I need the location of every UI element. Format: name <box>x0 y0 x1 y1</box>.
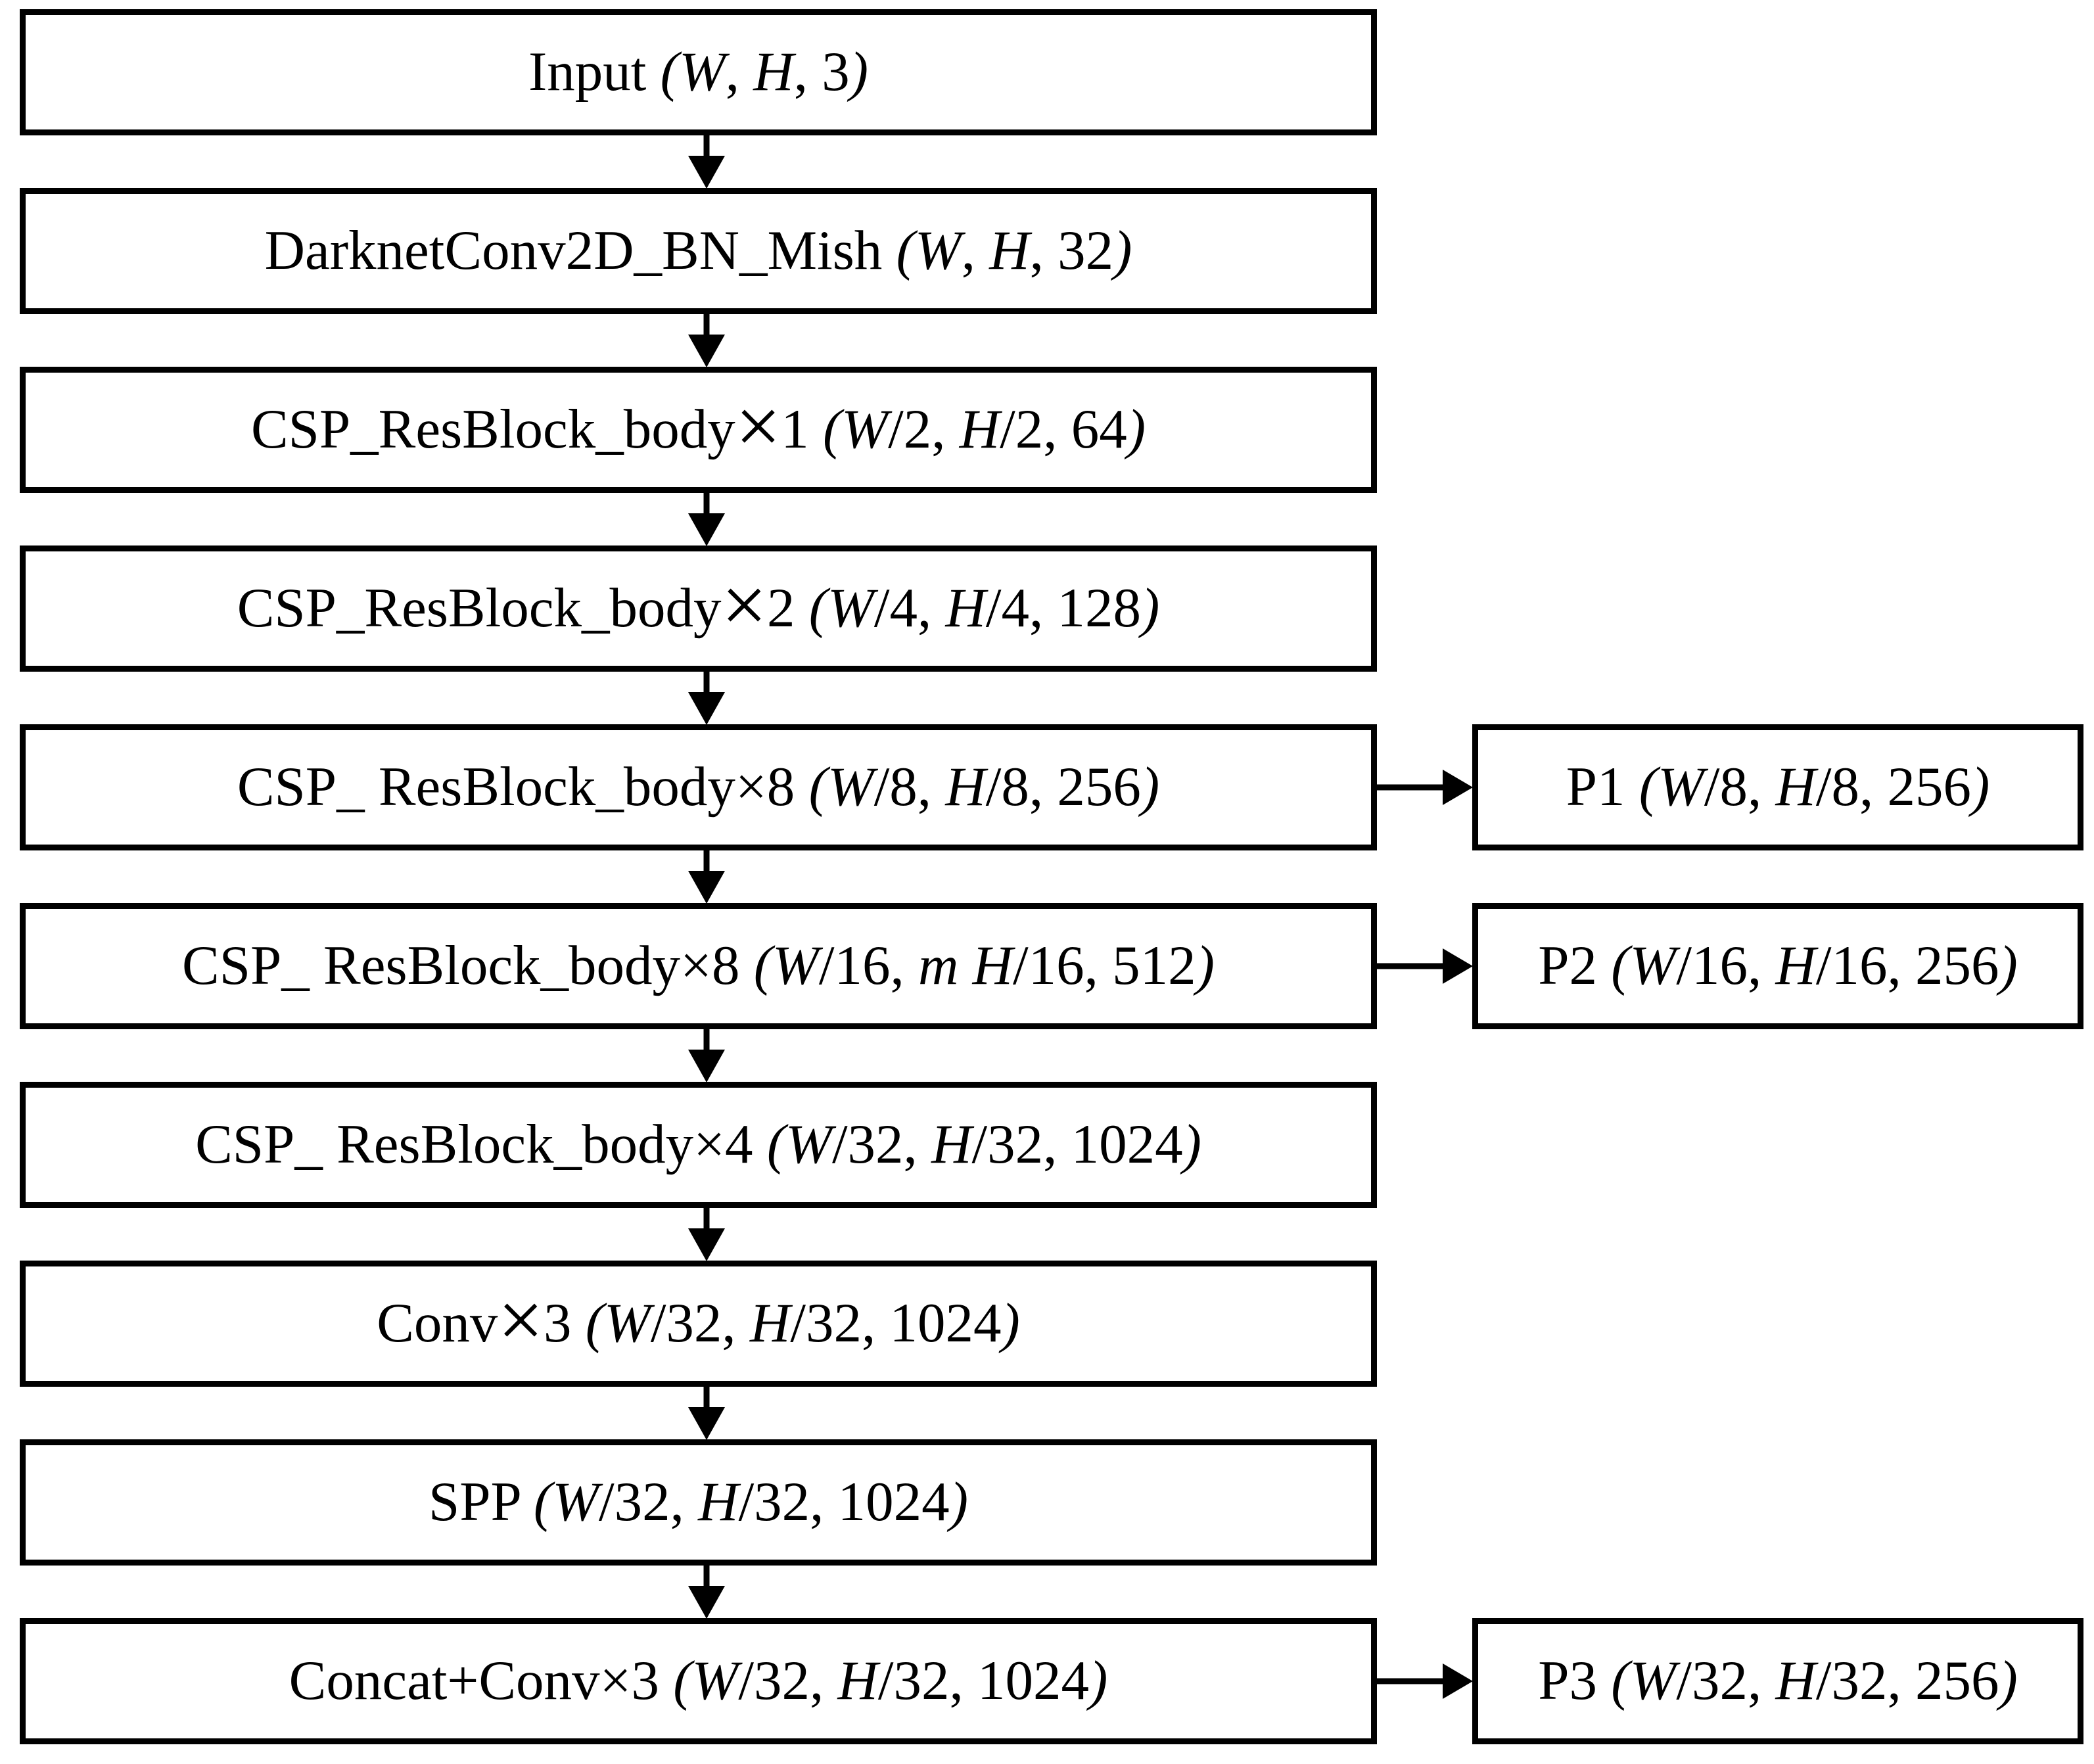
node-csp-resblock-body-x8-a-label: CSP_ ResBlock_body×8 (W/8, H/8, 256) <box>237 756 1160 818</box>
arrow-down-1 <box>680 134 733 189</box>
node-csp-resblock-body-x4-label: CSP_ ResBlock_body×4 (W/32, H/32, 1024) <box>195 1113 1201 1176</box>
node-csp-resblock-body-x1-label: CSP_ResBlock_body×1 (W/2, H/2, 64) <box>250 381 1146 471</box>
arrowhead-down-icon <box>688 335 725 367</box>
node-csp-resblock-body-x2: CSP_ResBlock_body×2 (W/4, H/4, 128) <box>20 545 1377 672</box>
arrow-right-p3 <box>1376 1663 1473 1700</box>
node-darknetconv2d-bn-mish-label: DarknetConv2D_BN_Mish (W, H, 32) <box>264 220 1132 282</box>
arrow-right-p2 <box>1376 948 1473 985</box>
arrow-down-3 <box>680 492 733 546</box>
node-input-label: Input (W, H, 3) <box>528 41 868 103</box>
node-conv-x3: Conv×3 (W/32, H/32, 1024) <box>20 1261 1377 1387</box>
arrow-shaft <box>703 849 710 873</box>
node-spp-label: SPP (W/32, H/32, 1024) <box>429 1471 968 1533</box>
arrow-shaft <box>703 1564 710 1588</box>
arrowhead-right-icon <box>1443 1663 1473 1699</box>
arrow-shaft <box>703 1385 710 1409</box>
arrowhead-down-icon <box>688 1586 725 1619</box>
arrow-down-6 <box>680 1028 733 1082</box>
arrow-down-4 <box>680 670 733 725</box>
arrow-down-8 <box>680 1385 733 1440</box>
arrow-shaft <box>703 1028 710 1052</box>
arrowhead-down-icon <box>688 513 725 546</box>
node-darknetconv2d-bn-mish: DarknetConv2D_BN_Mish (W, H, 32) <box>20 188 1377 314</box>
node-csp-resblock-body-x8-b-label: CSP_ ResBlock_body×8 (W/16, m H/16, 512) <box>182 935 1215 997</box>
arrow-shaft <box>703 134 710 158</box>
arrow-shaft <box>1376 963 1445 969</box>
node-p2: P2 (W/16, H/16, 256) <box>1472 903 2083 1029</box>
arrow-shaft <box>703 1207 710 1230</box>
arrowhead-right-icon <box>1443 770 1473 805</box>
arrow-shaft <box>1376 784 1445 791</box>
arrow-shaft <box>1376 1678 1445 1684</box>
arrow-down-2 <box>680 313 733 367</box>
node-csp-resblock-body-x8-a: CSP_ ResBlock_body×8 (W/8, H/8, 256) <box>20 724 1377 850</box>
arrow-down-5 <box>680 849 733 904</box>
arrowhead-down-icon <box>688 692 725 725</box>
arrowhead-right-icon <box>1443 948 1473 984</box>
arrowhead-down-icon <box>688 1228 725 1261</box>
arrow-shaft <box>703 313 710 337</box>
arrowhead-down-icon <box>688 1050 725 1082</box>
arrowhead-down-icon <box>688 156 725 189</box>
node-csp-resblock-body-x1: CSP_ResBlock_body×1 (W/2, H/2, 64) <box>20 367 1377 493</box>
node-conv-x3-label: Conv×3 (W/32, H/32, 1024) <box>377 1274 1020 1365</box>
node-csp-resblock-body-x8-b: CSP_ ResBlock_body×8 (W/16, m H/16, 512) <box>20 903 1377 1029</box>
arrow-down-7 <box>680 1207 733 1261</box>
node-csp-resblock-body-x2-label: CSP_ResBlock_body×2 (W/4, H/4, 128) <box>237 559 1160 650</box>
node-p3-label: P3 (W/32, H/32, 256) <box>1538 1650 2018 1712</box>
arrow-shaft <box>703 670 710 694</box>
node-p3: P3 (W/32, H/32, 256) <box>1472 1618 2083 1744</box>
node-p2-label: P2 (W/16, H/16, 256) <box>1538 935 2018 997</box>
node-csp-resblock-body-x4: CSP_ ResBlock_body×4 (W/32, H/32, 1024) <box>20 1082 1377 1208</box>
arrow-down-9 <box>680 1564 733 1619</box>
node-p1: P1 (W/8, H/8, 256) <box>1472 724 2083 850</box>
node-p1-label: P1 (W/8, H/8, 256) <box>1566 756 1990 818</box>
arrowhead-down-icon <box>688 871 725 904</box>
node-concat-conv-x3-label: Concat+Conv×3 (W/32, H/32, 1024) <box>289 1650 1108 1712</box>
node-concat-conv-x3: Concat+Conv×3 (W/32, H/32, 1024) <box>20 1618 1377 1744</box>
node-input: Input (W, H, 3) <box>20 9 1377 135</box>
arrowhead-down-icon <box>688 1407 725 1440</box>
arrow-right-p1 <box>1376 769 1473 806</box>
arrow-shaft <box>703 492 710 515</box>
node-spp: SPP (W/32, H/32, 1024) <box>20 1439 1377 1566</box>
